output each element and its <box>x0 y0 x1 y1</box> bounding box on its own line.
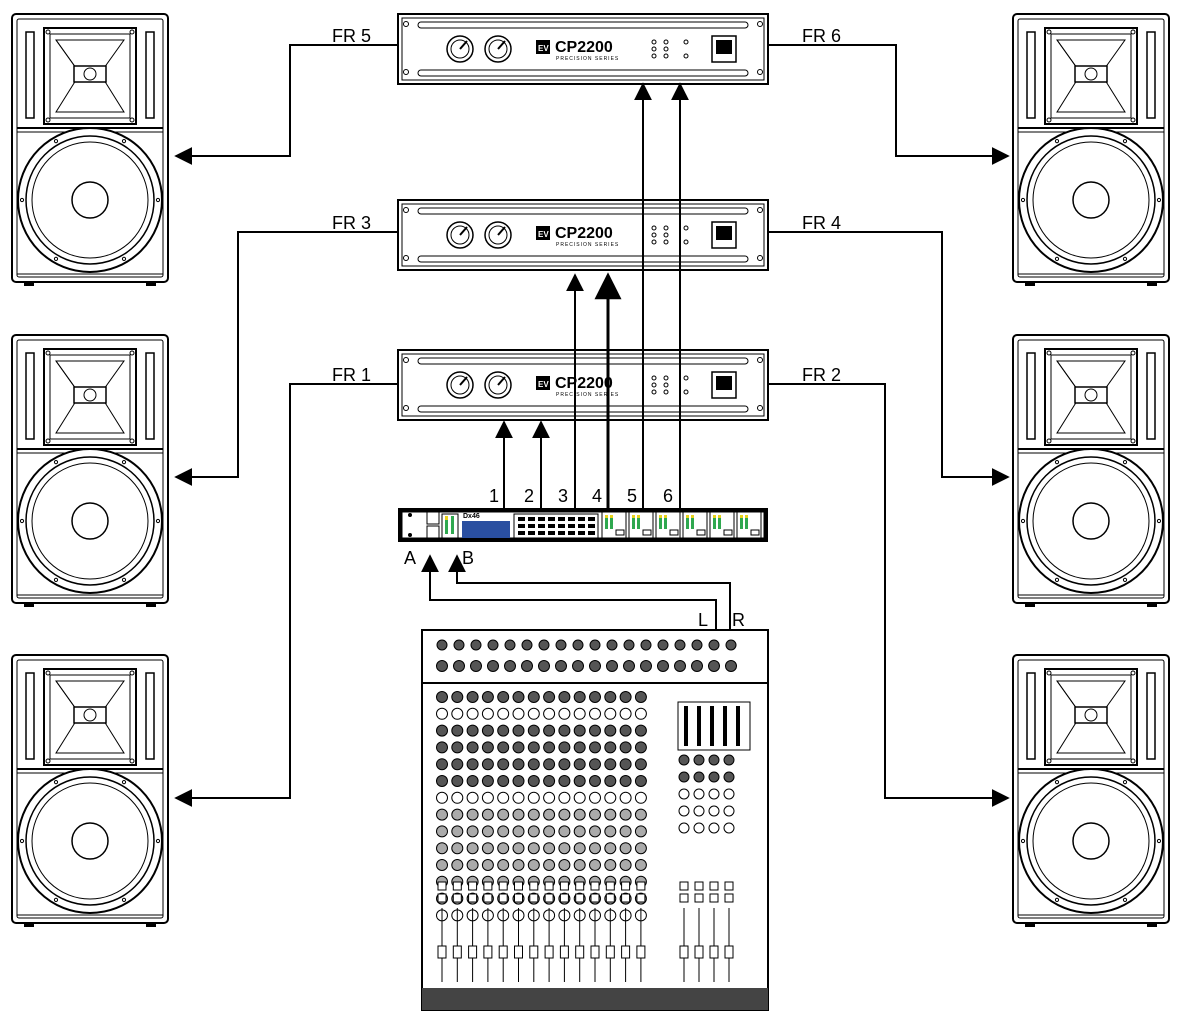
mixing-console <box>421 629 769 1011</box>
mixer-out-right-label: R <box>732 610 745 630</box>
output-label-1: 1 <box>489 486 499 506</box>
label-fr3: FR 3 <box>332 213 371 233</box>
output-label-4: 4 <box>592 486 602 506</box>
label-fr6: FR 6 <box>802 26 841 46</box>
signal-cables <box>174 44 1010 807</box>
speaker-fr4 <box>1012 334 1170 607</box>
amplifier-model: CP2200 <box>555 39 613 56</box>
cable-fr2 <box>768 383 1010 807</box>
output-label-6: 6 <box>663 486 673 506</box>
speaker-fr1 <box>11 654 169 927</box>
ev-logo: EV <box>538 380 549 389</box>
output-label-5: 5 <box>627 486 637 506</box>
output-label-3: 3 <box>558 486 568 506</box>
label-fr5: FR 5 <box>332 26 371 46</box>
cable-fr1 <box>174 383 398 807</box>
speaker-fr6 <box>1012 13 1170 286</box>
mixer-out-left-label: L <box>698 610 708 630</box>
amplifier-series: PRECISION SERIES <box>556 392 619 398</box>
amplifier-model: CP2200 <box>555 225 613 242</box>
output-label-2: 2 <box>524 486 534 506</box>
cable-mixer-right <box>448 554 731 640</box>
speaker-fr3 <box>11 334 169 607</box>
label-fr4: FR 4 <box>802 213 841 233</box>
amplifier-model: CP2200 <box>555 375 613 392</box>
cable-mixer-left <box>421 554 717 640</box>
amplifier-series: PRECISION SERIES <box>556 56 619 62</box>
amplifier-series: PRECISION SERIES <box>556 242 619 248</box>
input-label-a: A <box>404 548 416 568</box>
label-fr2: FR 2 <box>802 365 841 385</box>
cable-fr3 <box>174 231 398 486</box>
processor-input-meter <box>441 513 459 539</box>
input-label-b: B <box>462 548 474 568</box>
ev-logo: EV <box>538 44 549 53</box>
speaker-fr5 <box>11 13 169 286</box>
dx46-processor: Dx46 <box>398 508 768 542</box>
label-fr1: FR 1 <box>332 365 371 385</box>
cable-fr6 <box>768 44 1010 165</box>
processor-display <box>462 521 510 538</box>
speaker-fr2 <box>1012 654 1170 927</box>
cable-fr5 <box>174 44 398 165</box>
ev-logo: EV <box>538 230 549 239</box>
cable-fr4 <box>768 231 1010 486</box>
processor-model: Dx46 <box>463 513 480 520</box>
